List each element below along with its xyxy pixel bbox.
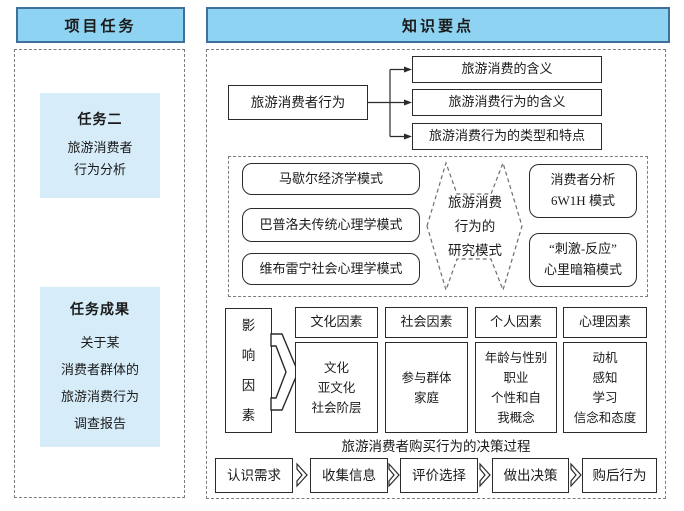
factor-body-culture: 文化 亚文化 社会阶层: [295, 342, 378, 433]
decision-step-decide: 做出决策: [492, 458, 569, 493]
branch-box-types-and-features: 旅游消费行为的类型和特点: [412, 123, 602, 150]
branch-connector-lines: [368, 66, 412, 140]
model-box-6w1h: 消费者分析 6W1H 模式: [529, 164, 637, 218]
step-chevron-icon: [296, 462, 308, 488]
task-result-title: 任务成果: [70, 303, 130, 318]
factor-header-social: 社会因素: [385, 307, 468, 338]
decision-step-collect-info: 收集信息: [310, 458, 388, 493]
factor-body-personal: 年龄与性别 职业 个性和自 我概念: [475, 342, 557, 433]
influence-factors-box: 影 响 因 素: [225, 308, 272, 433]
model-box-pavlov: 巴普洛夫传统心理学模式: [242, 208, 420, 242]
task-box: 任务二 旅游消费者 行为分析: [40, 93, 160, 198]
task-lines: 旅游消费者 行为分析: [67, 140, 133, 177]
step-chevron-icon: [570, 462, 582, 488]
factor-body-psychological: 动机 感知 学习 信念和态度: [563, 342, 647, 433]
research-models-label: 旅游消费 行为的 研究模式: [448, 195, 502, 258]
project-tasks-panel: [14, 49, 185, 498]
factor-header-personal: 个人因素: [475, 307, 557, 338]
research-models-shape: [426, 161, 523, 292]
factor-body-social: 参与群体 家庭: [385, 342, 468, 433]
knowledge-points-header: 知识要点: [206, 7, 670, 43]
knowledge-points-panel: [206, 49, 666, 499]
decision-step-recognize-need: 认识需求: [215, 458, 293, 493]
influence-arrow-icon: [270, 333, 299, 411]
factor-header-culture: 文化因素: [295, 307, 378, 338]
model-box-stimulus-response: “刺激-反应” 心里暗箱模式: [529, 233, 637, 287]
step-chevron-icon: [388, 462, 400, 488]
factor-header-psychological: 心理因素: [563, 307, 647, 338]
task-result-box: 任务成果 关于某 消费者群体的 旅游消费行为 调查报告: [40, 287, 160, 447]
branch-box-meaning-of-behavior: 旅游消费行为的含义: [412, 89, 602, 116]
task-result-lines: 关于某 消费者群体的 旅游消费行为 调查报告: [60, 335, 139, 431]
project-tasks-header: 项目任务: [16, 7, 185, 43]
consumer-behavior-root-box: 旅游消费者行为: [228, 85, 368, 120]
model-box-marshall: 马歇尔经济学模式: [242, 163, 420, 195]
step-chevron-icon: [479, 462, 491, 488]
decision-step-post-purchase: 购后行为: [582, 458, 657, 493]
model-box-veblen: 维布雷宁社会心理学模式: [242, 253, 420, 285]
branch-box-meaning-of-consumption: 旅游消费的含义: [412, 56, 602, 83]
decision-step-evaluate: 评价选择: [400, 458, 478, 493]
decision-process-title: 旅游消费者购买行为的决策过程: [341, 439, 531, 454]
research-models-group-box: [228, 156, 648, 297]
task-title: 任务二: [77, 113, 123, 128]
